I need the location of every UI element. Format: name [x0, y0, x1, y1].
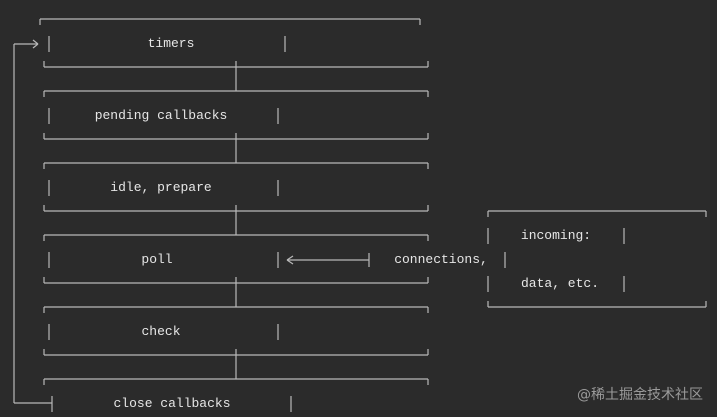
data-etc-label: data, etc. [520, 276, 600, 291]
phase-check: check [141, 324, 181, 339]
incoming-label: incoming: [520, 228, 592, 243]
phase-timers: timers [147, 36, 195, 51]
phase-idle-prepare: idle, prepare [110, 180, 212, 195]
loop-arrowhead [32, 43, 39, 49]
phase-poll: poll [141, 252, 173, 267]
poll-arrowhead [286, 255, 294, 261]
phase-pending-callbacks: pending callbacks [94, 108, 228, 123]
phase-close-callbacks: close callbacks [113, 396, 231, 411]
watermark: @稀土掘金技术社区 [577, 387, 703, 403]
connections-label: connections, [394, 252, 488, 267]
poll-arrowhead [286, 259, 294, 265]
loop-arrowhead [32, 39, 39, 45]
